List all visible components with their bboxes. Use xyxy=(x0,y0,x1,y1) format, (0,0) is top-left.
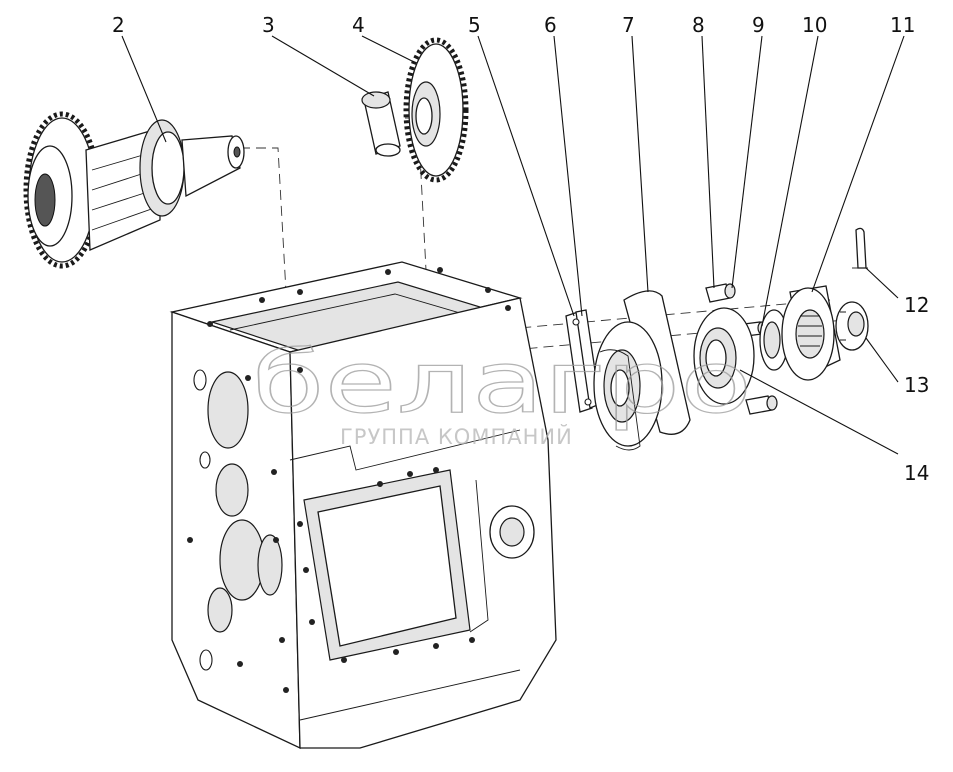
castle-nut xyxy=(835,301,869,351)
callout-13: 13 xyxy=(904,373,929,397)
callout-7: 7 xyxy=(622,13,635,37)
callout-12: 12 xyxy=(904,293,929,317)
callout-6: 6 xyxy=(544,13,557,37)
watermark-subtitle: ГРУППА КОМПАНИЙ xyxy=(340,424,573,449)
gearbox-housing xyxy=(169,261,557,750)
splined-coupling xyxy=(781,285,841,381)
bushing xyxy=(361,91,401,157)
bearing-cover xyxy=(593,290,691,451)
bolts xyxy=(705,283,778,415)
callout-14: 14 xyxy=(904,461,929,485)
callout-11: 11 xyxy=(890,13,915,37)
callout-5: 5 xyxy=(468,13,481,37)
ball-bearing xyxy=(693,307,755,405)
callout-10: 10 xyxy=(802,13,827,37)
callout-2: 2 xyxy=(112,13,125,37)
cotter-pin xyxy=(852,227,868,269)
callout-numbers: 2 3 4 5 6 7 8 9 10 11 12 13 14 xyxy=(112,13,929,485)
spur-gear xyxy=(403,37,469,183)
gear-shaft xyxy=(23,111,245,269)
watermark-brand: белагро xyxy=(252,333,752,433)
callout-9: 9 xyxy=(752,13,765,37)
callout-8: 8 xyxy=(692,13,705,37)
leader-lines xyxy=(121,35,905,455)
seal-ring xyxy=(759,309,789,371)
watermark: белагро ГРУППА КОМПАНИЙ xyxy=(251,332,752,449)
callout-3: 3 xyxy=(262,13,275,37)
callout-4: 4 xyxy=(352,13,365,37)
